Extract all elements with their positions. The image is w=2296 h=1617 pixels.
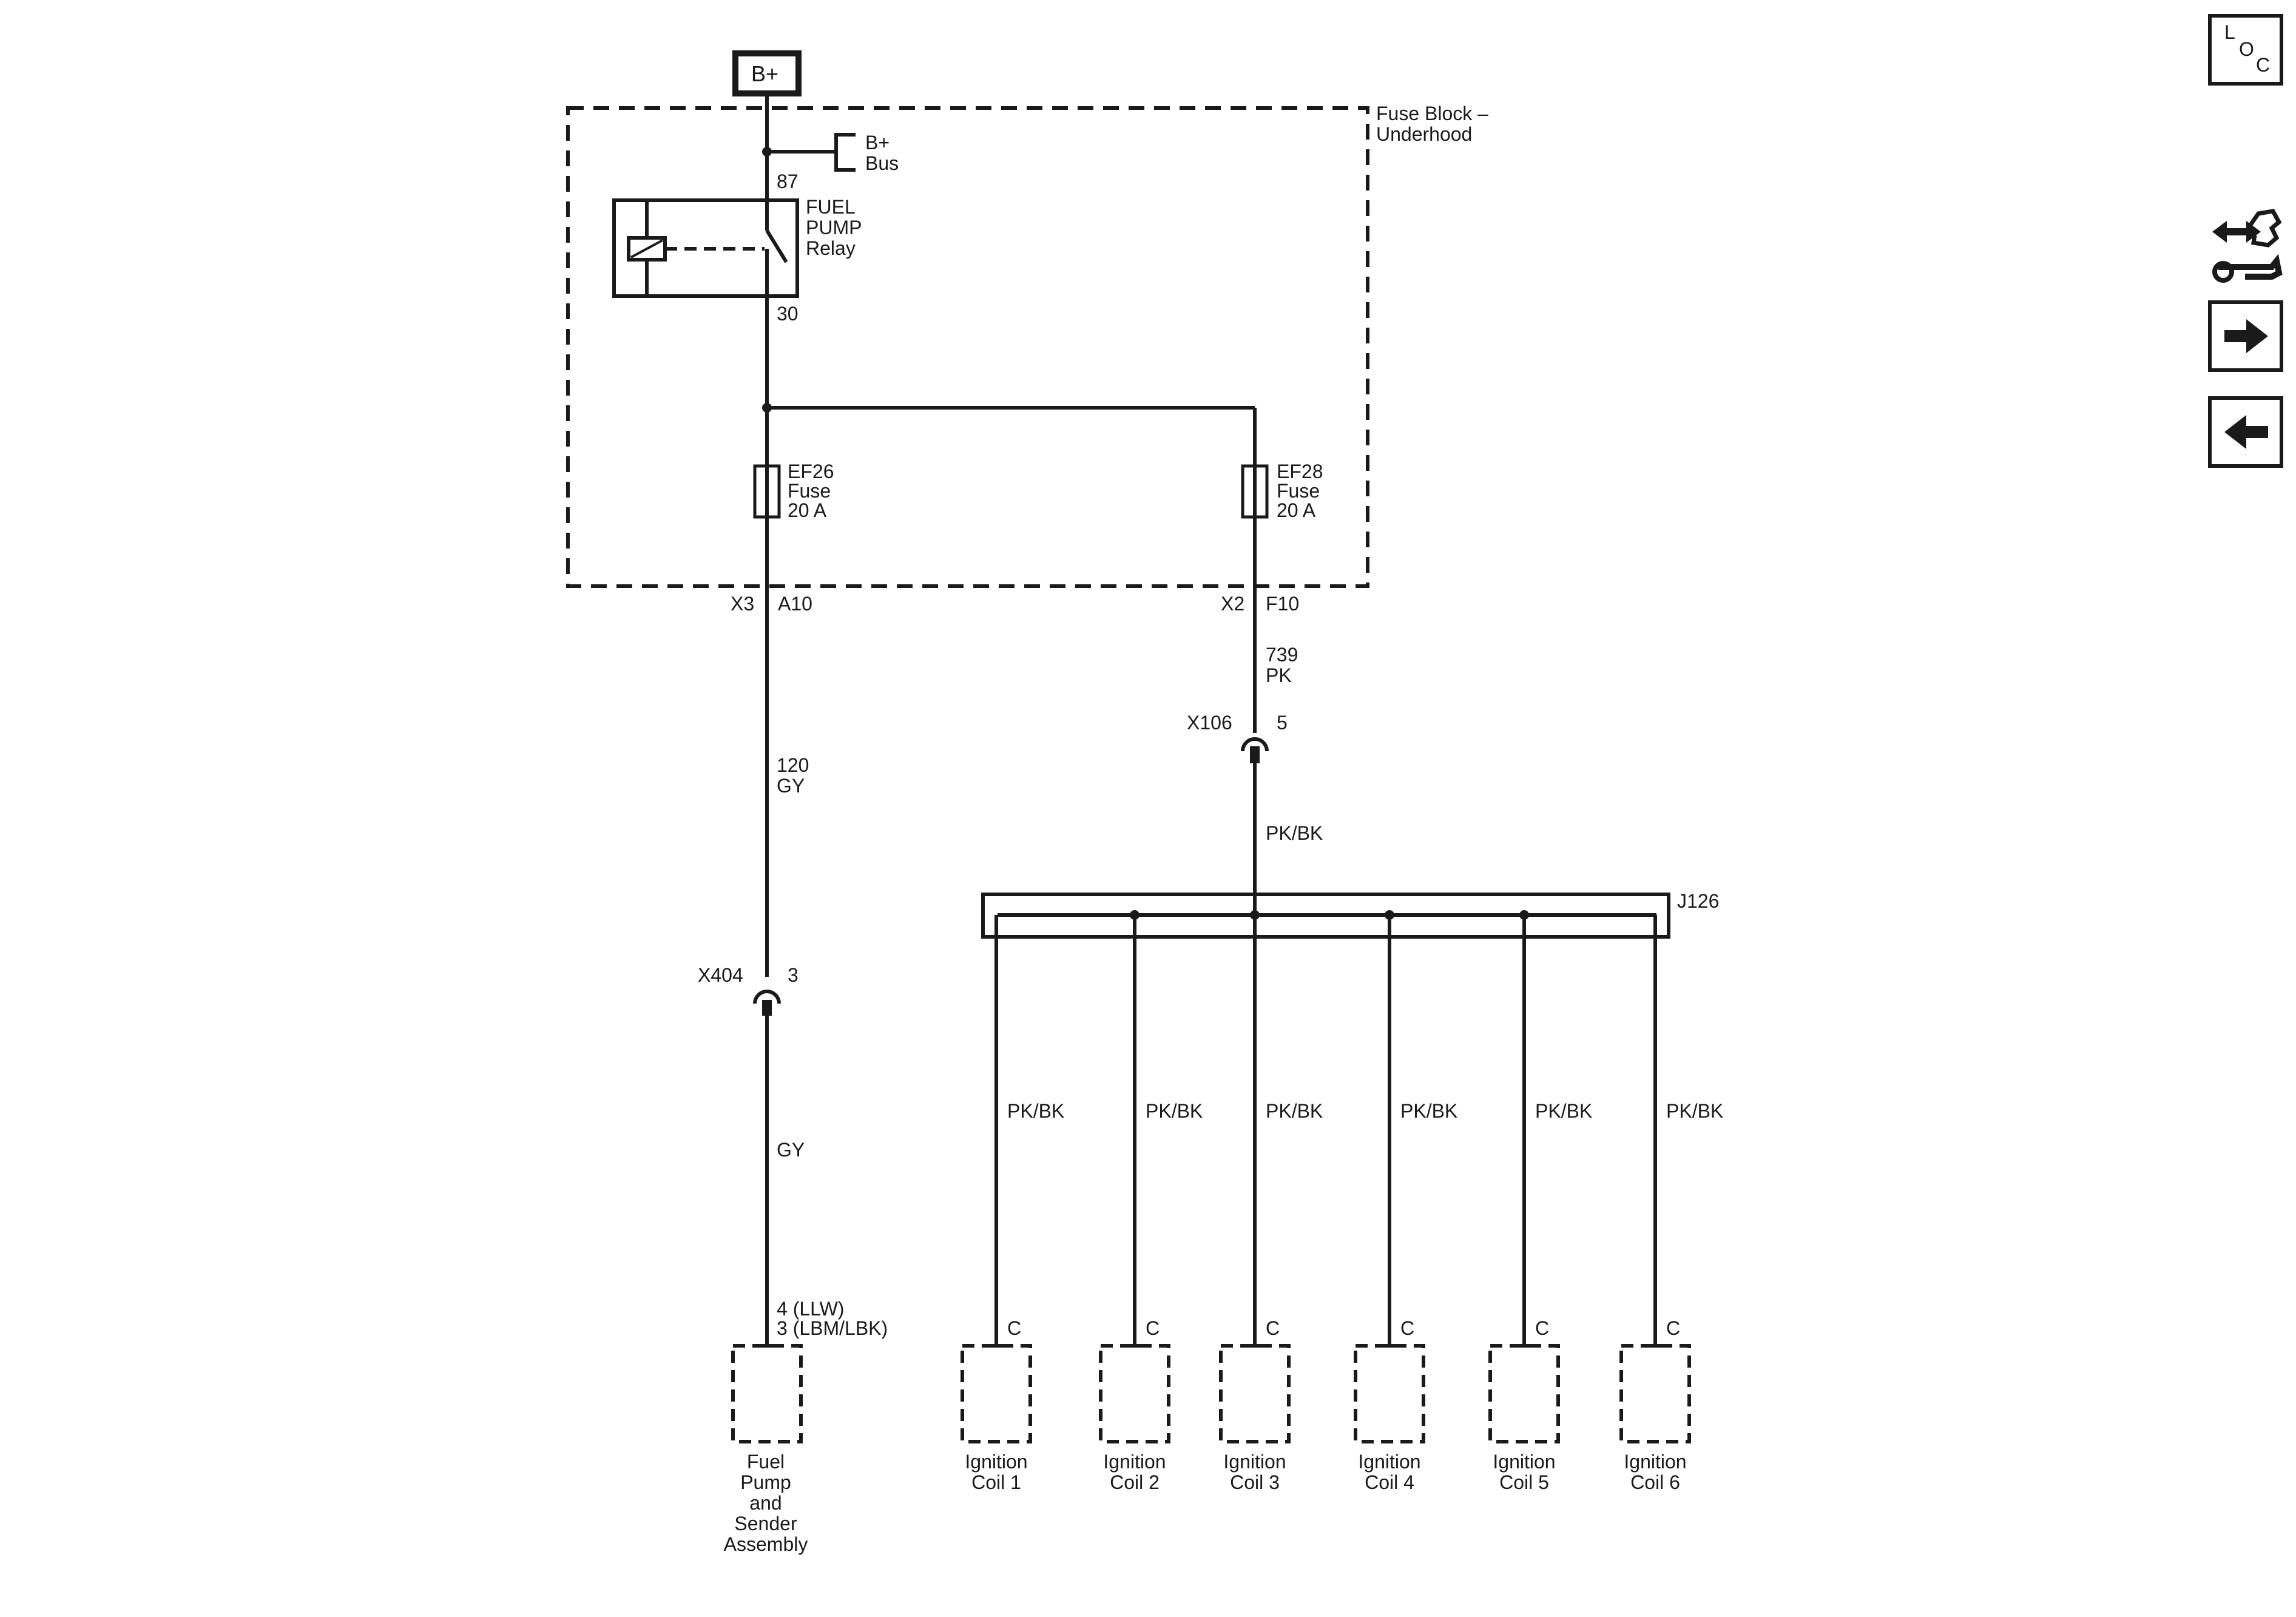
coil-2-wire-color: PK/BK — [1146, 1100, 1203, 1122]
left-connector-x3: X3 — [731, 593, 754, 615]
ignition-coil-3 — [1219, 1344, 1291, 1443]
next-page-button[interactable] — [2208, 300, 2283, 372]
right-circuit-number: 739 — [1266, 644, 1298, 666]
relay-coil-slash — [630, 239, 663, 258]
x106-female — [1241, 737, 1269, 752]
coil-4-label-1: Ignition — [1358, 1451, 1420, 1473]
coil-5-splice-dot — [1519, 910, 1529, 920]
x404-pin: 3 — [788, 964, 799, 986]
fuse-ef28-type: Fuse — [1277, 480, 1320, 502]
fuse-ef28-rating: 20 A — [1277, 499, 1316, 521]
coil-2-label-1: Ignition — [1103, 1451, 1166, 1473]
splice-j126 — [981, 893, 1670, 939]
loc-button[interactable]: L O C — [2208, 14, 2283, 86]
fuse-block-label-1: Fuse Block – — [1376, 103, 1488, 124]
ignition-coil-2 — [1099, 1344, 1170, 1443]
coil-2-splice-dot — [1130, 910, 1140, 920]
relay-pin-30: 30 — [777, 303, 799, 325]
relay-pin-87: 87 — [777, 170, 799, 192]
coil-1-label-1: Ignition — [965, 1451, 1027, 1473]
fuel-pump-label-5: Assembly — [724, 1533, 808, 1555]
coil-1-label-2: Coil 1 — [971, 1471, 1021, 1493]
x106-label: X106 — [1187, 712, 1232, 734]
coil-4-terminal: C — [1400, 1317, 1414, 1339]
arrow-left-icon — [2224, 415, 2268, 449]
fuel-pump-label-3: and — [749, 1492, 782, 1514]
prev-page-button[interactable] — [2208, 396, 2283, 468]
relay-name-1: FUEL — [806, 196, 856, 218]
bus-bracket — [834, 133, 856, 172]
coil-2-label-2: Coil 2 — [1110, 1471, 1160, 1493]
x404-gap — [758, 977, 775, 989]
relay-contact-arm — [765, 229, 788, 263]
coil-5-label-2: Coil 5 — [1499, 1471, 1549, 1493]
left-circuit-number: 120 — [777, 754, 809, 776]
coil-6-label-2: Coil 6 — [1630, 1471, 1680, 1493]
coil-5-wire-color: PK/BK — [1535, 1100, 1592, 1122]
coil-4-label-2: Coil 4 — [1365, 1471, 1414, 1493]
fuel-pump-label-1: Fuel — [747, 1451, 785, 1473]
arrow-right-icon — [2224, 319, 2268, 353]
coil-5-label-1: Ignition — [1493, 1451, 1555, 1473]
coil-6-label-1: Ignition — [1624, 1451, 1686, 1473]
bus-label-1: B+ — [865, 132, 890, 154]
fuse-ef26-type: Fuse — [788, 480, 831, 502]
coil-3-terminal: C — [1266, 1317, 1280, 1339]
right-circuit-color: PK — [1266, 664, 1292, 686]
x404-female — [753, 990, 781, 1004]
fuel-pump-terminal-2: 3 (LBM/LBK) — [777, 1317, 888, 1339]
loc-letter-l: L — [2224, 21, 2235, 43]
coil-4-splice-dot — [1385, 910, 1394, 920]
coil-3-wire-color: PK/BK — [1266, 1100, 1323, 1122]
relay-name-2: PUMP — [806, 217, 862, 238]
ignition-coil-5 — [1488, 1344, 1560, 1443]
fuse-block-label-2: Underhood — [1376, 123, 1472, 145]
coil-5-terminal: C — [1535, 1317, 1549, 1339]
right-connector-x2: X2 — [1221, 593, 1244, 615]
x404-label: X404 — [698, 964, 743, 986]
x106-male — [1250, 746, 1260, 763]
coil-1-wire-color: PK/BK — [1007, 1100, 1064, 1122]
left-circuit-color: GY — [777, 775, 805, 797]
fuel-pump-assembly — [731, 1344, 803, 1443]
loc-letter-c: C — [2256, 54, 2270, 76]
coil-1-terminal: C — [1007, 1317, 1021, 1339]
x404-male — [762, 1000, 772, 1016]
fuel-pump-terminal-1: 4 (LLW) — [777, 1298, 844, 1320]
ignition-coil-1 — [961, 1344, 1032, 1443]
fuse-ef26-name: EF26 — [788, 461, 834, 482]
loc-letter-o: O — [2239, 38, 2254, 60]
bus-label-2: Bus — [865, 152, 899, 174]
coil-6-wire-color: PK/BK — [1666, 1100, 1723, 1122]
fuse-ef26-rating: 20 A — [788, 499, 827, 521]
left-pin-a10: A10 — [778, 593, 812, 615]
coil-3-splice-dot — [1250, 910, 1260, 920]
left-bottom-color: GY — [777, 1139, 805, 1161]
b-plus-source-label: B+ — [751, 61, 778, 86]
ignition-coil-6 — [1619, 1344, 1691, 1443]
relay-name-3: Relay — [806, 237, 856, 259]
coil-6-terminal: C — [1666, 1317, 1680, 1339]
connector-wrench-icon[interactable] — [2207, 206, 2286, 285]
coil-3-label-1: Ignition — [1223, 1451, 1286, 1473]
fuse-ef28-name: EF28 — [1277, 461, 1323, 482]
coil-4-wire-color: PK/BK — [1400, 1100, 1457, 1122]
ignition-coil-4 — [1354, 1344, 1425, 1443]
right-splice-feed-color: PK/BK — [1266, 822, 1323, 844]
right-pin-f10: F10 — [1266, 593, 1299, 615]
splice-j126-label: J126 — [1677, 890, 1719, 912]
coil-2-terminal: C — [1146, 1317, 1160, 1339]
coil-3-label-2: Coil 3 — [1230, 1471, 1280, 1493]
fuel-pump-label-2: Pump — [740, 1471, 791, 1493]
fuel-pump-label-4: Sender — [734, 1513, 797, 1534]
x106-pin: 5 — [1277, 712, 1288, 734]
